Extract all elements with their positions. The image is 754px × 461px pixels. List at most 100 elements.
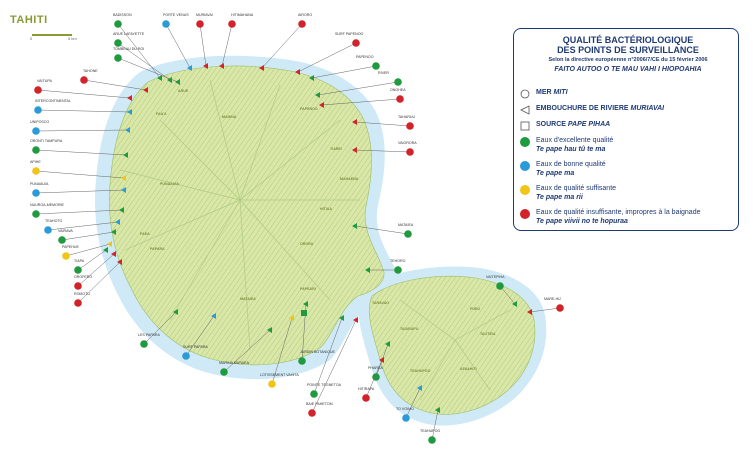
scale-bar: [32, 34, 72, 36]
station-quality-dot[interactable]: [298, 357, 306, 365]
station-quality-dot[interactable]: [406, 148, 414, 156]
station-label: HITIRAPA: [358, 387, 375, 391]
blue-dot-icon: [520, 161, 530, 171]
legend-insuffisante-label: Eaux de qualité insuffisante, impropres …: [536, 209, 701, 216]
station-quality-dot[interactable]: [34, 106, 42, 114]
station-quality-dot[interactable]: [32, 167, 40, 175]
legend-title: QUALITÉ BACTÉRIOLOGIQUE DES POINTS DE SU…: [528, 35, 728, 55]
site-marker: [352, 147, 357, 153]
station-label: OROFERO: [74, 275, 92, 279]
place-name: PUNAAUIA: [160, 182, 179, 186]
station-quality-dot[interactable]: [140, 340, 148, 348]
station-label: POINTE TEGNETOA: [307, 383, 342, 387]
station-quality-dot[interactable]: [114, 20, 122, 28]
site-marker: [259, 65, 264, 71]
station-quality-dot[interactable]: [80, 76, 88, 84]
station-quality-dot[interactable]: [556, 304, 564, 312]
station-quality-dot[interactable]: [74, 299, 82, 307]
site-marker: [319, 102, 324, 108]
site-marker: [121, 187, 126, 193]
place-name: MAHAENA: [340, 177, 359, 181]
place-name: ORORA: [300, 242, 314, 246]
station-quality-dot[interactable]: [62, 252, 70, 260]
station-quality-dot[interactable]: [352, 39, 360, 47]
site-marker: [219, 63, 224, 69]
station-quality-dot[interactable]: [182, 352, 190, 360]
station-quality-dot[interactable]: [404, 230, 412, 238]
station-quality-dot[interactable]: [428, 436, 436, 444]
legend-panel: QUALITÉ BACTÉRIOLOGIQUE DES POINTS DE SU…: [513, 28, 739, 231]
station-quality-dot[interactable]: [32, 210, 40, 218]
station-quality-dot[interactable]: [308, 409, 316, 417]
station-label: TAHONE: [83, 69, 98, 73]
site-marker: [309, 75, 314, 81]
site-marker: [127, 109, 132, 115]
station-quality-dot[interactable]: [406, 122, 414, 130]
station-quality-dot[interactable]: [396, 95, 404, 103]
legend-bonne-label: Eaux de bonne qualité: [536, 161, 606, 168]
station-label: APIHE: [30, 160, 41, 164]
station-quality-dot[interactable]: [196, 20, 204, 28]
place-name: TAUTIRA: [480, 332, 496, 336]
legend-directive: Selon la directive européenne n°2006/7/C…: [548, 57, 708, 63]
site-marker: [107, 241, 112, 247]
leader-line: [354, 149, 411, 153]
station-quality-dot[interactable]: [58, 236, 66, 244]
station-quality-dot[interactable]: [372, 62, 380, 70]
station-quality-dot[interactable]: [44, 226, 52, 234]
station-quality-dot[interactable]: [74, 282, 82, 290]
station-quality-dot[interactable]: [394, 266, 402, 274]
station-quality-dot[interactable]: [32, 146, 40, 154]
site-marker: [143, 87, 148, 93]
leader-line: [35, 149, 127, 156]
leader-line: [223, 329, 271, 373]
site-marker: [115, 219, 120, 225]
station-quality-dot[interactable]: [220, 368, 228, 376]
station-label: ARUE LAFAYETTE: [113, 32, 145, 36]
leader-line: [47, 221, 119, 231]
station-quality-dot[interactable]: [362, 394, 370, 402]
leader-line: [431, 409, 439, 441]
legend-mer-tahitian: MITI: [553, 89, 568, 96]
station-quality-dot[interactable]: [228, 20, 236, 28]
site-marker: [121, 175, 126, 181]
place-name: PAPARA: [150, 247, 165, 251]
leader-line: [311, 319, 357, 414]
place-name: AFAAHITI: [460, 367, 477, 371]
station-label: PUNAAUIA: [30, 182, 49, 186]
station-label: ROMOTU: [74, 292, 90, 296]
place-name: MATAIEA: [240, 297, 256, 301]
station-label: MARE-HU: [544, 297, 561, 301]
station-quality-dot[interactable]: [114, 39, 122, 47]
leader-line: [35, 209, 123, 215]
place-name: TEAHUPOO: [410, 369, 431, 373]
station-quality-dot[interactable]: [268, 380, 276, 388]
circle-icon: [520, 89, 530, 99]
station-quality-dot[interactable]: [34, 86, 42, 94]
legend-source-tahitian: PAPE PIHAA: [567, 121, 611, 128]
site-marker: [267, 327, 272, 333]
leader-line: [117, 57, 179, 83]
station-quality-dot[interactable]: [114, 54, 122, 62]
station-quality-dot[interactable]: [74, 266, 82, 274]
station-quality-dot[interactable]: [496, 282, 504, 290]
leader-line: [529, 307, 561, 313]
site-marker: [187, 65, 192, 71]
station-quality-dot[interactable]: [394, 78, 402, 86]
station-quality-dot[interactable]: [310, 390, 318, 398]
leader-line: [35, 129, 129, 132]
station-quality-dot[interactable]: [298, 20, 306, 28]
station-quality-dot[interactable]: [402, 414, 410, 422]
place-name: ARUE: [178, 89, 189, 93]
legend-title-line2: DES POINTS DE SURVEILLANCE: [557, 45, 699, 55]
station-quality-dot[interactable]: [32, 189, 40, 197]
site-marker: [111, 229, 116, 235]
station-quality-dot[interactable]: [162, 20, 170, 28]
station-label: BAIE PAHETOM: [306, 402, 333, 406]
station-quality-dot[interactable]: [32, 127, 40, 135]
station-label: VAIORORA: [398, 141, 417, 145]
station-label: UNIPOSCO: [30, 120, 49, 124]
site-marker: [352, 223, 357, 229]
legend-excellent-tahitian: Te pape hau tû te ma: [536, 146, 606, 153]
